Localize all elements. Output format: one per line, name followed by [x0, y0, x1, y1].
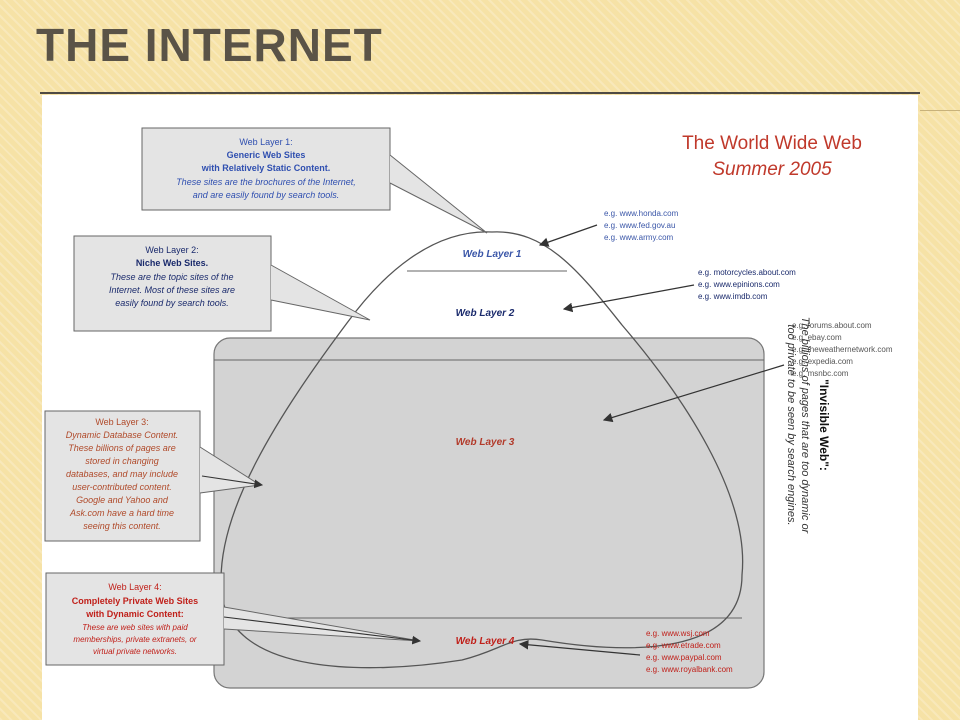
examples-4-line-4: e.g. www.royalbank.com	[646, 665, 733, 674]
examples-4-line-3: e.g. www.paypal.com	[646, 653, 722, 662]
invisible-web-box	[213, 337, 765, 689]
layer-4-label: Web Layer 4	[456, 636, 515, 647]
examples-1-line-2: e.g. www.fed.gov.au	[604, 221, 675, 230]
callout-4-italic-1: These are web sites with paid	[82, 623, 188, 632]
callout-pointer-2	[270, 264, 371, 321]
callout-3-italic-2: These billions of pages are	[68, 443, 176, 453]
callout-3-italic-1: Dynamic Database Content.	[66, 430, 179, 440]
web-layers-diagram: Web Layer 1 Web Layer 2 Web Layer 3 Web …	[44, 127, 893, 689]
callout-box-4	[45, 572, 225, 666]
invisible-web-line-2: too private to be seen by search engines…	[785, 324, 797, 525]
diagram-title: The World Wide Web	[682, 133, 862, 154]
callout-1-italic-1: These sites are the brochures of the Int…	[176, 177, 356, 187]
callout-2-italic-1: These are the topic sites of the	[110, 272, 233, 282]
callout-3-italic-6: Google and Yahoo and	[76, 495, 169, 505]
arrow-callout-4	[223, 616, 422, 645]
examples-3-line-2: e.g. ebay.com	[792, 333, 842, 342]
callout-4-italic-2: memberships, private extranets, or	[73, 635, 196, 644]
callout-box-1	[141, 127, 391, 211]
examples-2-line-1: e.g. motorcycles.about.com	[698, 268, 796, 277]
callout-box-2	[73, 235, 272, 332]
examples-1-line-3: e.g. www.army.com	[604, 233, 674, 242]
examples-4-line-2: e.g. www.etrade.com	[646, 641, 721, 650]
examples-3-line-5: e.g. msnbc.com	[792, 369, 849, 378]
callout-4-bold-1: Completely Private Web Sites	[72, 596, 198, 606]
callout-3-italic-3: stored in changing	[85, 456, 159, 466]
callout-1-bold-1: Generic Web Sites	[227, 150, 306, 160]
callout-3-italic-8: seeing this content.	[83, 521, 161, 531]
layer-1-label: Web Layer 1	[463, 249, 522, 260]
examples-1-line-1: e.g. www.honda.com	[604, 209, 679, 218]
diagram-subtitle: Summer 2005	[712, 159, 832, 180]
callout-1-italic-2: and are easily found by search tools.	[193, 190, 340, 200]
examples-3-line-1: e.g. forums.about.com	[792, 321, 872, 330]
invisible-web-annotation: "Invisible Web": The billions of pages t…	[785, 317, 831, 535]
callout-3-italic-5: user-contributed content.	[72, 482, 171, 492]
examples-2-line-3: e.g. www.imdb.com	[698, 292, 768, 301]
callout-2-italic-2: Internet. Most of these sites are	[109, 285, 235, 295]
callout-3-heading: Web Layer 3:	[95, 417, 148, 427]
arrow-layer-4	[518, 639, 641, 656]
arrow-callout-3	[201, 475, 264, 489]
web-layers-figure: Web Layer 1 Web Layer 2 Web Layer 3 Web …	[42, 95, 918, 720]
invisible-web-line-1: The billions of pages that are too dynam…	[799, 317, 811, 535]
callout-2-heading: Web Layer 2:	[145, 245, 198, 255]
callout-4-heading: Web Layer 4:	[108, 582, 161, 592]
title-rule	[40, 92, 920, 94]
arrow-layer-3	[602, 364, 785, 423]
slide-title: The Internet	[36, 19, 383, 71]
examples-4-line-1: e.g. www.wsj.com	[646, 629, 710, 638]
examples-2-line-2: e.g. www.epinions.com	[698, 280, 780, 289]
callout-pointer-1	[389, 154, 488, 234]
examples-3-line-3: e.g. theweathernetwork.com	[792, 345, 893, 354]
arrow-layer-1	[538, 224, 598, 247]
examples-3-line-4: e.g. expedia.com	[792, 357, 853, 366]
callout-4-bold-2: with Dynamic Content:	[85, 609, 184, 619]
arrow-layer-2	[562, 284, 695, 313]
layer-3-label: Web Layer 3	[456, 437, 515, 448]
callout-4-italic-3: virtual private networks.	[93, 647, 177, 656]
web-onion-outline	[220, 231, 744, 669]
callout-3-italic-7: Ask.com have a hard time	[69, 508, 174, 518]
layer-2-label: Web Layer 2	[456, 308, 515, 319]
callout-2-italic-3: easily found by search tools.	[115, 298, 229, 308]
callout-1-heading: Web Layer 1:	[239, 137, 292, 147]
invisible-web-heading: "Invisible Web":	[817, 379, 831, 471]
callout-2-bold-1: Niche Web Sites.	[136, 258, 208, 268]
callout-box-3	[44, 410, 201, 542]
accent-line	[920, 110, 960, 111]
callout-1-bold-2: with Relatively Static Content.	[201, 163, 331, 173]
callout-3-italic-4: databases, and may include	[66, 469, 178, 479]
